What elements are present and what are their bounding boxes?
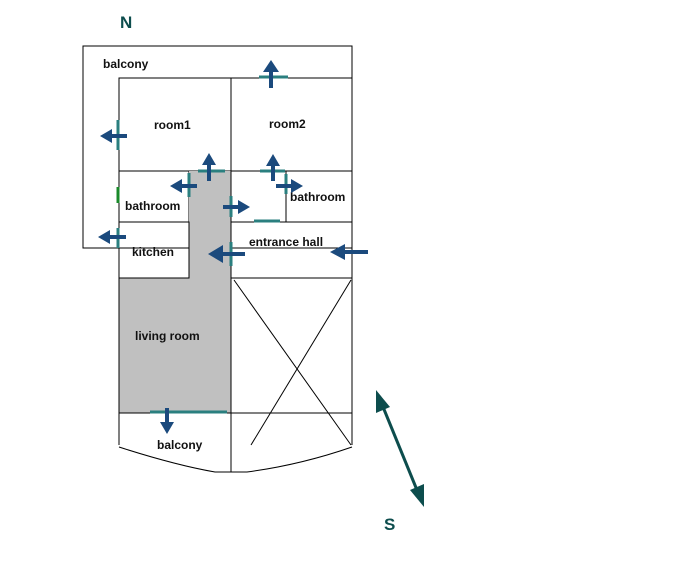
bathroom-left-area (118, 170, 190, 223)
north-label: N (120, 13, 132, 32)
arrow-left-icon (98, 230, 126, 244)
bathroom-right-label: bathroom (290, 190, 345, 204)
arrow-left-icon (100, 129, 127, 143)
arrow-right-icon (223, 200, 250, 214)
compass-double-arrow-icon (376, 390, 424, 507)
arrow-left-icon (208, 245, 245, 263)
room2-label: room2 (269, 117, 306, 131)
stairwell-area (230, 277, 353, 414)
arrow-right-icon (276, 179, 303, 193)
balcony-bottom-label: balcony (157, 438, 203, 452)
arrow-up-icon (266, 154, 280, 181)
arrow-down-icon (160, 408, 174, 434)
living-room-area (119, 278, 231, 413)
arrow-icons (98, 60, 368, 434)
room1-label: room1 (154, 118, 191, 132)
kitchen-label: kitchen (132, 245, 174, 259)
balcony-top-label: balcony (103, 57, 149, 71)
living-room-label: living room (135, 329, 200, 343)
arrow-left-icon (330, 244, 368, 260)
south-label: S (384, 515, 395, 534)
arrow-up-icon (263, 60, 279, 88)
arrow-left-icon (170, 179, 197, 193)
arrow-up-icon (202, 153, 216, 181)
bottom-balcony-curve (118, 446, 353, 473)
cross-line (233, 279, 352, 446)
cross-line (250, 279, 352, 446)
entrance-hall-label: entrance hall (249, 235, 323, 249)
hall-corridor-area (230, 170, 287, 223)
bathroom-left-label: bathroom (125, 199, 180, 213)
